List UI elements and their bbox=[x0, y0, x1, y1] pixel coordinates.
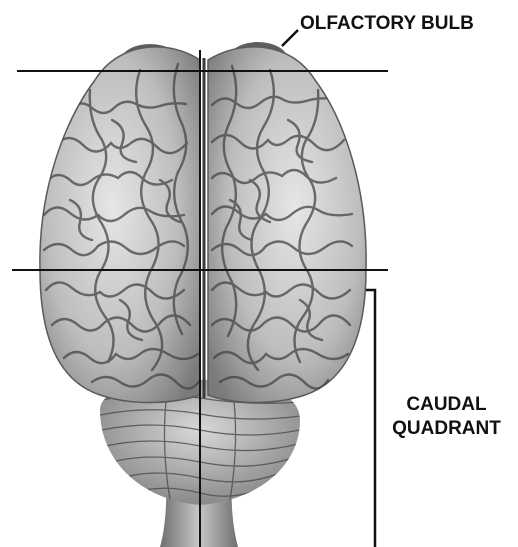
caudal-label-line2: QUADRANT bbox=[379, 417, 514, 441]
left-hemisphere bbox=[40, 47, 200, 403]
caudal-quadrant-label: CAUDAL QUADRANT bbox=[379, 393, 514, 441]
right-hemisphere bbox=[208, 47, 366, 403]
caudal-bracket bbox=[366, 290, 375, 547]
olfactory-bulb-label: OLFACTORY BULB bbox=[300, 12, 474, 36]
olfactory-pointer-line bbox=[282, 30, 298, 46]
caudal-label-line1: CAUDAL bbox=[379, 393, 514, 417]
